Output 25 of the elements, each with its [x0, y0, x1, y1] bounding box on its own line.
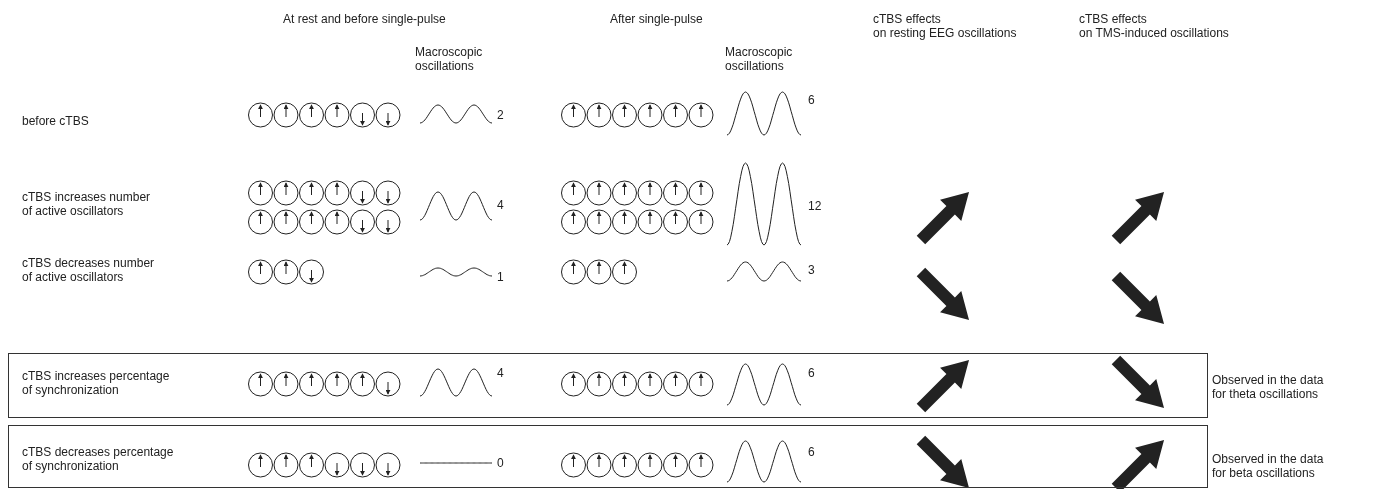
highlight-frame: [8, 353, 1208, 418]
row-label: cTBS increases percentage of synchronization: [22, 369, 170, 397]
amplitude-value: 3: [808, 263, 815, 277]
amplitude-value: 12: [808, 199, 822, 213]
row-label: before cTBS: [22, 114, 89, 128]
column-heading: After single-pulse: [610, 12, 703, 26]
row-label: cTBS increases number of active oscillators: [22, 190, 151, 218]
column-heading: Macroscopic oscillations: [725, 45, 793, 73]
amplitude-value: 6: [808, 93, 815, 107]
amplitude-value: 2: [497, 108, 504, 122]
amplitude-value: 6: [808, 445, 815, 459]
row-label: cTBS decreases percentage of synchronization: [22, 445, 174, 473]
amplitude-value: 4: [497, 198, 504, 212]
column-heading: cTBS effects on TMS-induced oscillations: [1079, 12, 1229, 40]
amplitude-value: 6: [808, 366, 815, 380]
highlight-frame: [8, 425, 1208, 488]
column-heading: Macroscopic oscillations: [415, 45, 483, 73]
row-label: cTBS decreases number of active oscillators: [22, 256, 155, 284]
column-heading: At rest and before single-pulse: [283, 12, 446, 26]
amplitude-value: 1: [497, 270, 504, 284]
amplitude-value: 4: [497, 366, 504, 380]
column-heading: cTBS effects on resting EEG oscillations: [873, 12, 1017, 40]
note-text: Observed in the data for theta oscillations: [1212, 373, 1324, 401]
amplitude-value: 0: [497, 456, 504, 470]
note-text: Observed in the data for beta oscillations: [1212, 452, 1324, 480]
